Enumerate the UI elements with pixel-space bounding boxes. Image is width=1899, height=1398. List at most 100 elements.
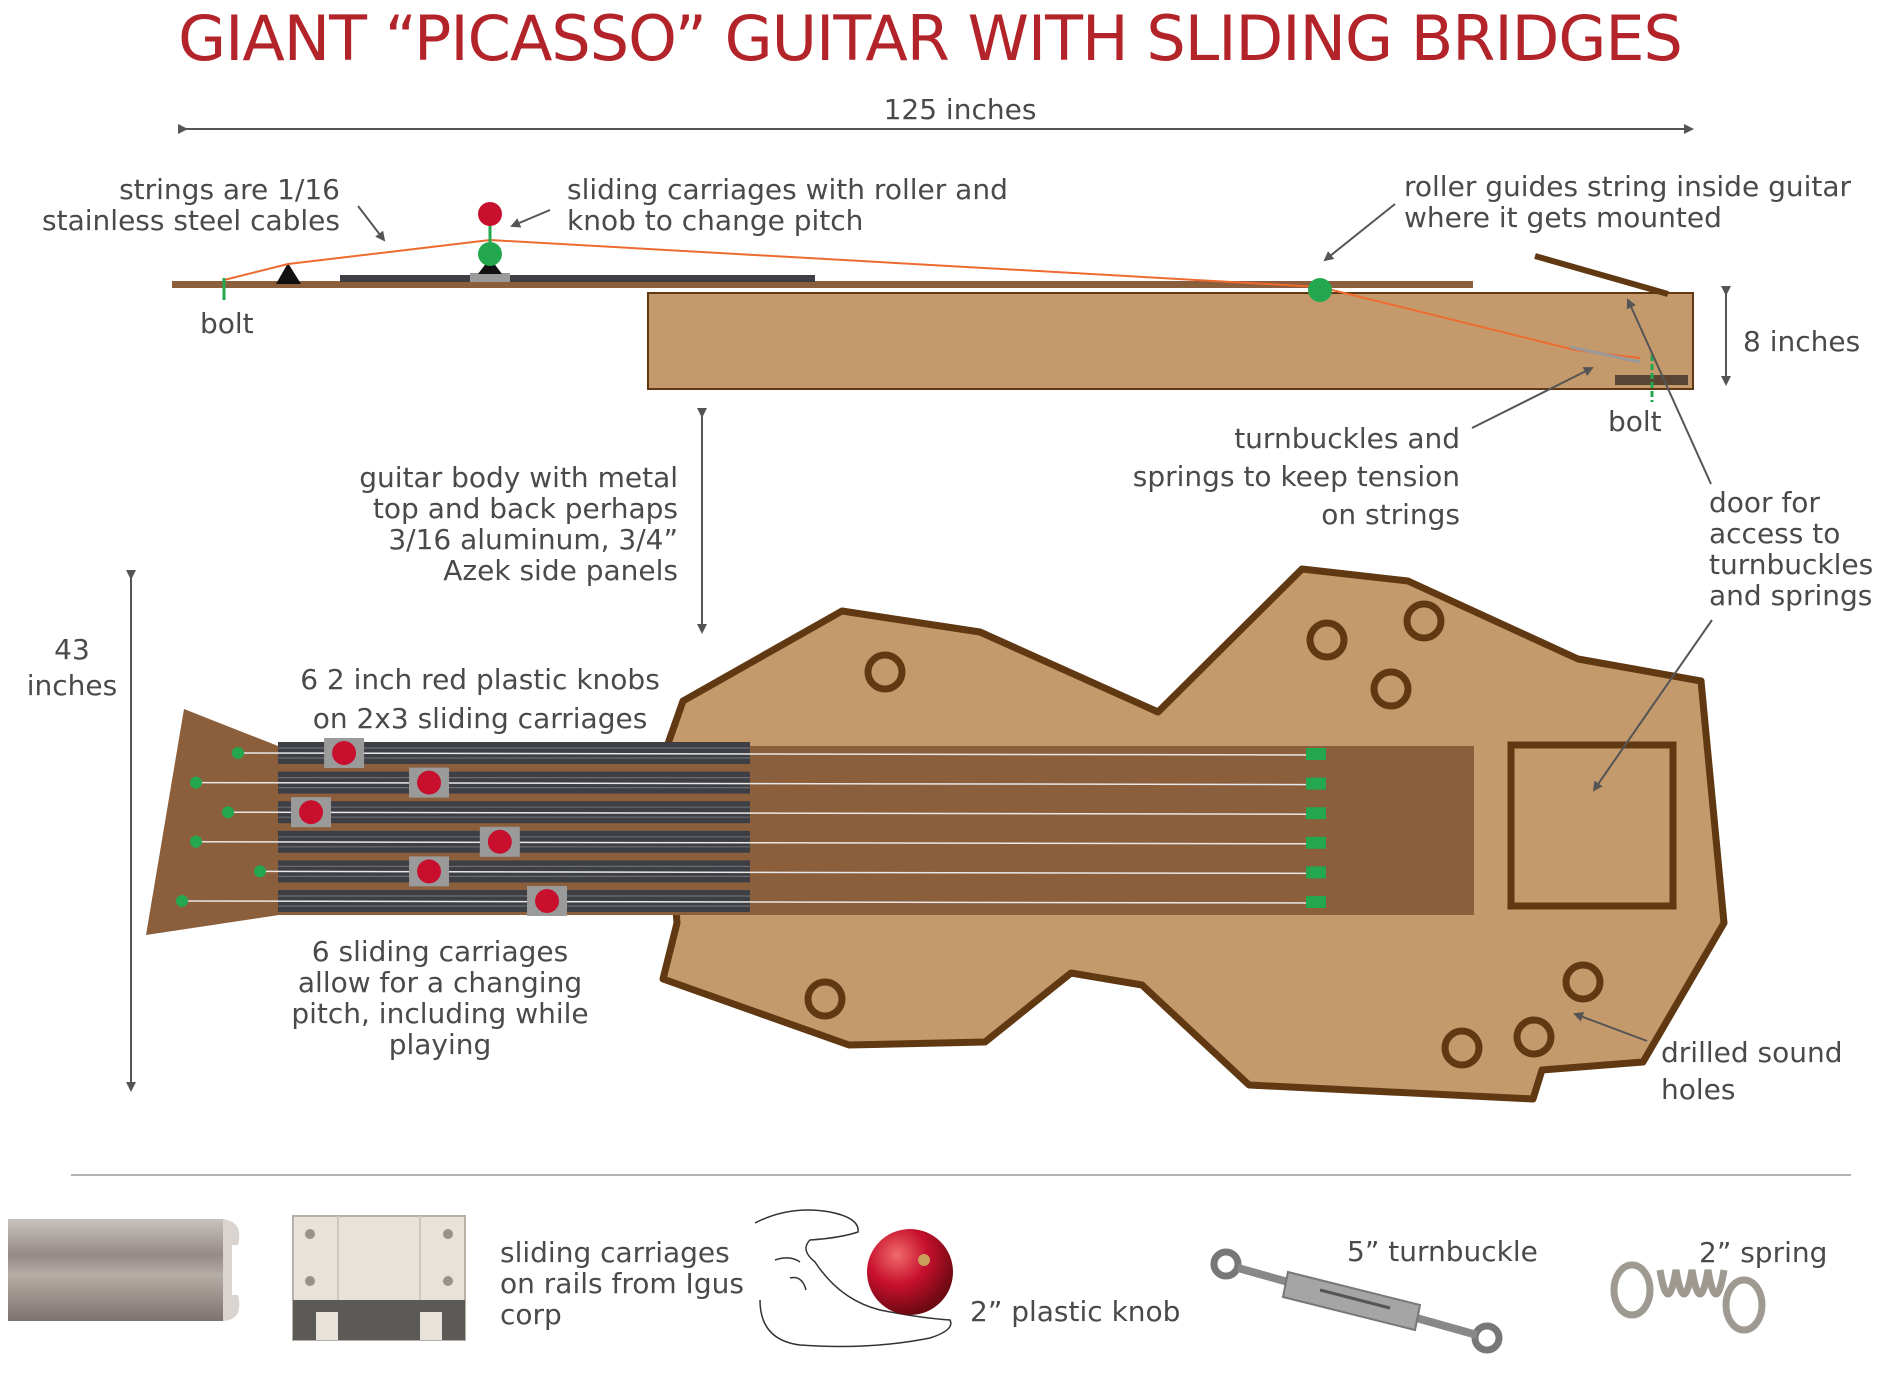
parts-carriages-line: on rails from Igus	[500, 1267, 744, 1300]
width-label-line: 43	[54, 633, 90, 666]
body-note-line: Azek side panels	[443, 554, 678, 587]
sound-holes	[804, 600, 1604, 1069]
knob-part-image	[867, 1229, 953, 1315]
strings-note-line: stainless steel cables	[42, 204, 340, 237]
door-callout-arrow	[1626, 298, 1712, 485]
door-note-line: access to	[1709, 517, 1841, 550]
sound-hole	[1370, 668, 1412, 710]
sound-holes-note-line: drilled sound	[1661, 1036, 1843, 1069]
tuner-peg	[232, 747, 244, 759]
sound-hole	[804, 978, 846, 1020]
string	[195, 781, 1321, 786]
carriages-note-line: allow for a changing	[297, 966, 583, 999]
string-anchor	[1306, 836, 1326, 849]
string-anchor	[1306, 777, 1326, 790]
turnbuckle-note: turnbuckles and springs to keep tension …	[1100, 420, 1460, 534]
side-neck-plank	[172, 281, 1473, 288]
carriage-note: sliding carriages with roller and knob t…	[567, 174, 1008, 236]
strings-note-line: strings are 1/16	[119, 173, 340, 206]
width-label: 43 inches	[22, 634, 122, 701]
string-anchor	[1306, 748, 1326, 760]
width-label-line: inches	[26, 669, 118, 702]
door-note-line: door for	[1709, 486, 1820, 519]
turnbuckle-note-line: turnbuckles and	[1234, 422, 1460, 455]
parts-row	[8, 1209, 1766, 1354]
side-nut-triangle	[276, 263, 301, 284]
carriage-part-image	[292, 1215, 466, 1341]
turnbuckle-note-line: on strings	[1321, 498, 1460, 531]
carriage-note-line: sliding carriages with roller and	[567, 173, 1008, 206]
knobs-note-line: 6 2 inch red plastic knobs	[300, 663, 660, 696]
knobs-note-line: on 2x3 sliding carriages	[312, 702, 648, 735]
string	[237, 752, 1321, 756]
strings-note: strings are 1/16 stainless steel cables	[40, 174, 340, 236]
top-view	[126, 565, 1728, 1103]
length-label: 125 inches	[883, 93, 1037, 126]
string-anchor	[1306, 807, 1326, 820]
string	[195, 841, 1321, 845]
roller-note-line: roller guides string inside guitar	[1404, 170, 1852, 203]
tuner-peg	[190, 835, 202, 848]
door-note-line: and springs	[1709, 579, 1873, 612]
parts-knob-label: 2” plastic knob	[970, 1295, 1181, 1328]
headstock	[146, 709, 279, 935]
pitch-knob	[299, 800, 324, 825]
height-label: 8 inches	[1743, 325, 1861, 358]
access-door	[1507, 741, 1677, 910]
bolt-right-label: bolt	[1608, 405, 1662, 438]
side-access-door	[1534, 253, 1669, 297]
sound-hole	[1403, 600, 1445, 642]
parts-turnbuckle-label: 5” turnbuckle	[1347, 1235, 1538, 1268]
parts-carriages-line: corp	[500, 1298, 562, 1331]
side-knob	[478, 202, 502, 226]
side-roller	[478, 242, 502, 266]
side-body-box	[647, 292, 1694, 390]
parts-spring-label: 2” spring	[1699, 1236, 1828, 1269]
carriage-note-line: knob to change pitch	[567, 204, 864, 237]
strings-callout-arrow	[357, 205, 386, 242]
tuner-peg	[222, 806, 234, 819]
carriages-note-line: pitch, including while	[291, 997, 589, 1030]
turnbuckle-part-image	[1210, 1248, 1503, 1354]
carriages-note-line: playing	[388, 1028, 492, 1061]
sound-hole	[1562, 961, 1604, 1003]
tuner-peg	[190, 776, 202, 789]
side-roller-guide	[1308, 278, 1332, 302]
pitch-knob	[417, 859, 442, 884]
door-top-callout-arrow	[1592, 619, 1713, 792]
body-note: guitar body with metal top and back perh…	[300, 462, 678, 586]
pitch-knob	[535, 889, 560, 913]
tuner-peg	[254, 865, 266, 878]
string-anchor	[1306, 866, 1326, 879]
body-note-line: top and back perhaps	[372, 492, 678, 525]
side-carriage-block	[470, 273, 510, 282]
knobs-note: 6 2 inch red plastic knobs on 2x3 slidin…	[280, 660, 680, 738]
string	[181, 900, 1321, 904]
door-note: door for access to turnbuckles and sprin…	[1709, 487, 1873, 611]
turnbuckle-note-line: springs to keep tension	[1132, 460, 1460, 493]
pitch-knob	[487, 829, 512, 854]
carriage-callout-arrow	[510, 209, 551, 228]
body-note-line: 3/16 aluminum, 3/4”	[388, 523, 678, 556]
hand-sketch	[754, 1209, 952, 1348]
door-note-line: turnbuckles	[1709, 548, 1874, 581]
roller-note-line: where it gets mounted	[1404, 201, 1722, 234]
sound-hole	[1513, 1016, 1555, 1058]
sound-holes-callout-arrow	[1573, 1012, 1648, 1042]
sound-holes-note: drilled sound holes	[1661, 1034, 1843, 1108]
diagram-title: GIANT “PICASSO” GUITAR WITH SLIDING BRID…	[178, 2, 1683, 75]
string-anchor	[1306, 896, 1326, 908]
sound-hole	[1441, 1027, 1483, 1069]
turnbuckle-callout-arrow	[1471, 367, 1594, 429]
side-turnbuckle	[1569, 345, 1641, 364]
knob-bore	[918, 1254, 930, 1266]
side-rail	[340, 275, 815, 282]
sound-holes-note-line: holes	[1661, 1073, 1736, 1106]
neck	[278, 746, 1474, 915]
side-view	[172, 124, 1731, 634]
pitch-knob	[417, 770, 442, 795]
sound-hole	[864, 651, 906, 693]
carriages-note: 6 sliding carriages allow for a changing…	[260, 936, 620, 1060]
string	[227, 811, 1321, 815]
